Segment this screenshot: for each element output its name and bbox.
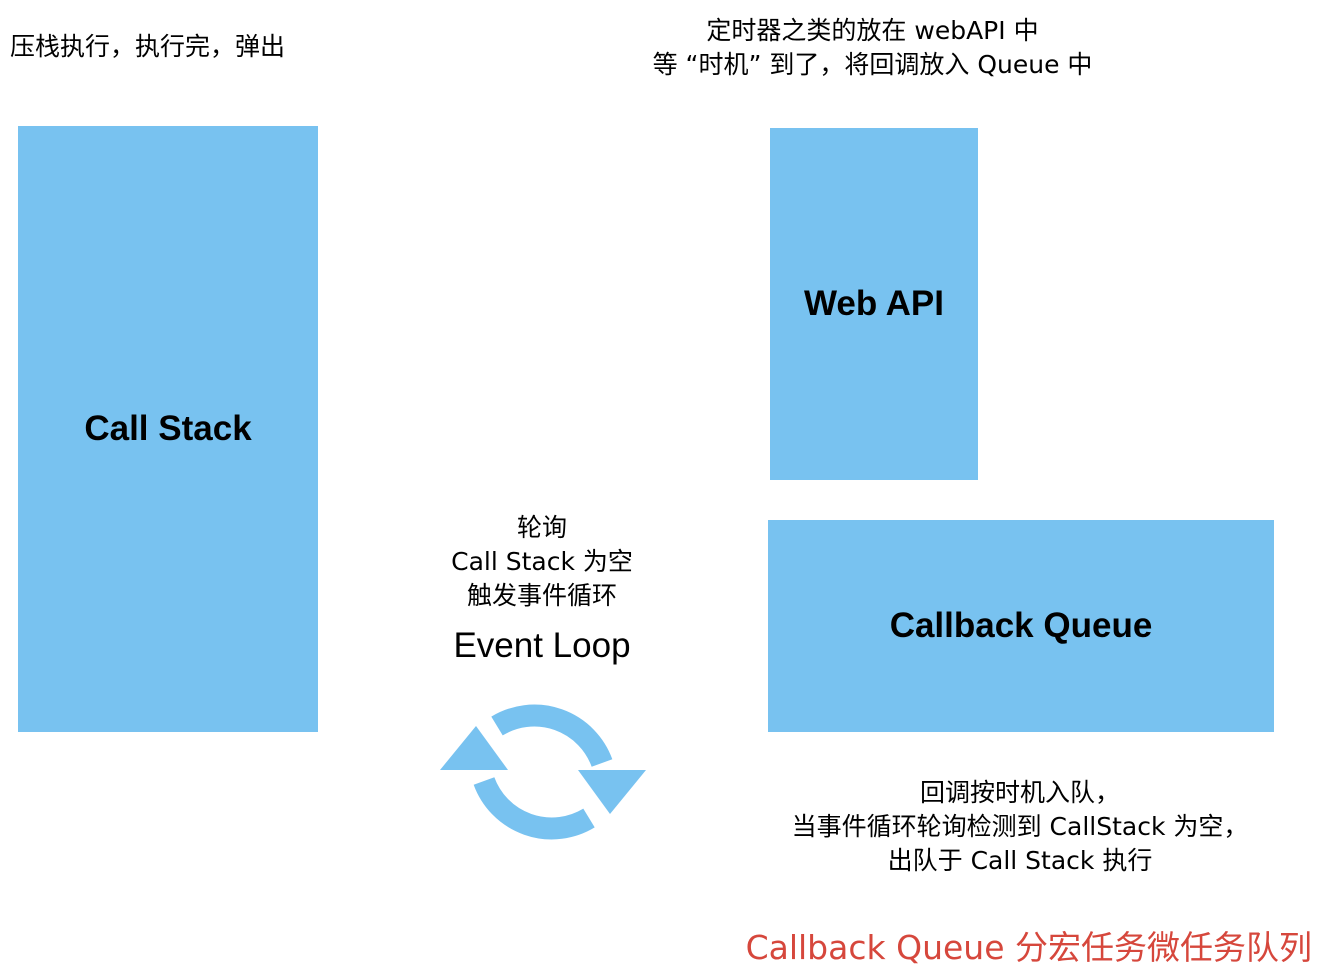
callback-queue-label: Callback Queue [889,606,1153,645]
web-api-box: Web API [770,128,978,480]
cycle-arc-upper-right [491,704,613,768]
call-stack-note: 压栈执行，执行完，弹出 [10,30,285,64]
cycle-arc-lower-left [473,776,595,840]
callback-queue-note-line: 回调按时机入队， [919,778,1120,807]
event-loop-note-line: Call Stack 为空 [451,547,633,576]
web-api-note-line: 定时器之类的放在 webAPI 中 [706,16,1039,45]
web-api-label: Web API [803,284,945,323]
web-api-note-line: 等 “时机” 到了，将回调放入 Queue 中 [652,50,1093,79]
cycle-arrowhead-right [578,770,646,814]
event-loop-title: Event Loop [453,626,631,665]
refresh-cycle-icon [440,704,646,840]
call-stack-note-line: 压栈执行，执行完，弹出 [10,32,286,61]
event-loop-note: 轮询 Call Stack 为空 触发事件循环 [412,511,672,613]
call-stack-box: Call Stack [18,126,318,732]
call-stack-label: Call Stack [84,409,252,448]
callback-queue-box: Callback Queue [768,520,1274,732]
cycle-arrowhead-left [440,726,508,770]
event-loop-note-line: 触发事件循环 [466,581,617,610]
callback-queue-note-line: 当事件循环轮询检测到 CallStack 为空， [791,812,1249,841]
event-loop-note-line: 轮询 [516,513,567,542]
callback-queue-note: 回调按时机入队， 当事件循环轮询检测到 CallStack 为空， 出队于 Ca… [700,776,1326,878]
callback-queue-note-line: 出队于 Call Stack 执行 [887,846,1153,875]
footer-note: Callback Queue 分宏任务微任务队列 [745,928,1312,967]
web-api-note: 定时器之类的放在 webAPI 中 等 “时机” 到了，将回调放入 Queue … [600,14,1145,82]
